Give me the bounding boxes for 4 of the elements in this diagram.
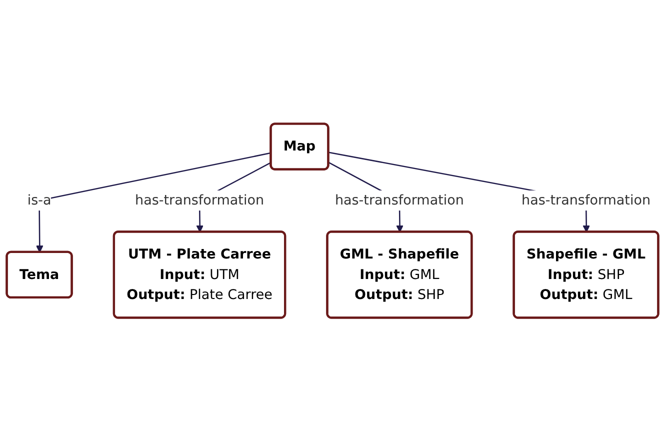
edge-label: has-transformation — [522, 192, 651, 208]
edge-label: is-a — [27, 192, 52, 208]
edge-label: has-transformation — [135, 192, 264, 208]
edge-label: has-transformation — [334, 192, 464, 208]
